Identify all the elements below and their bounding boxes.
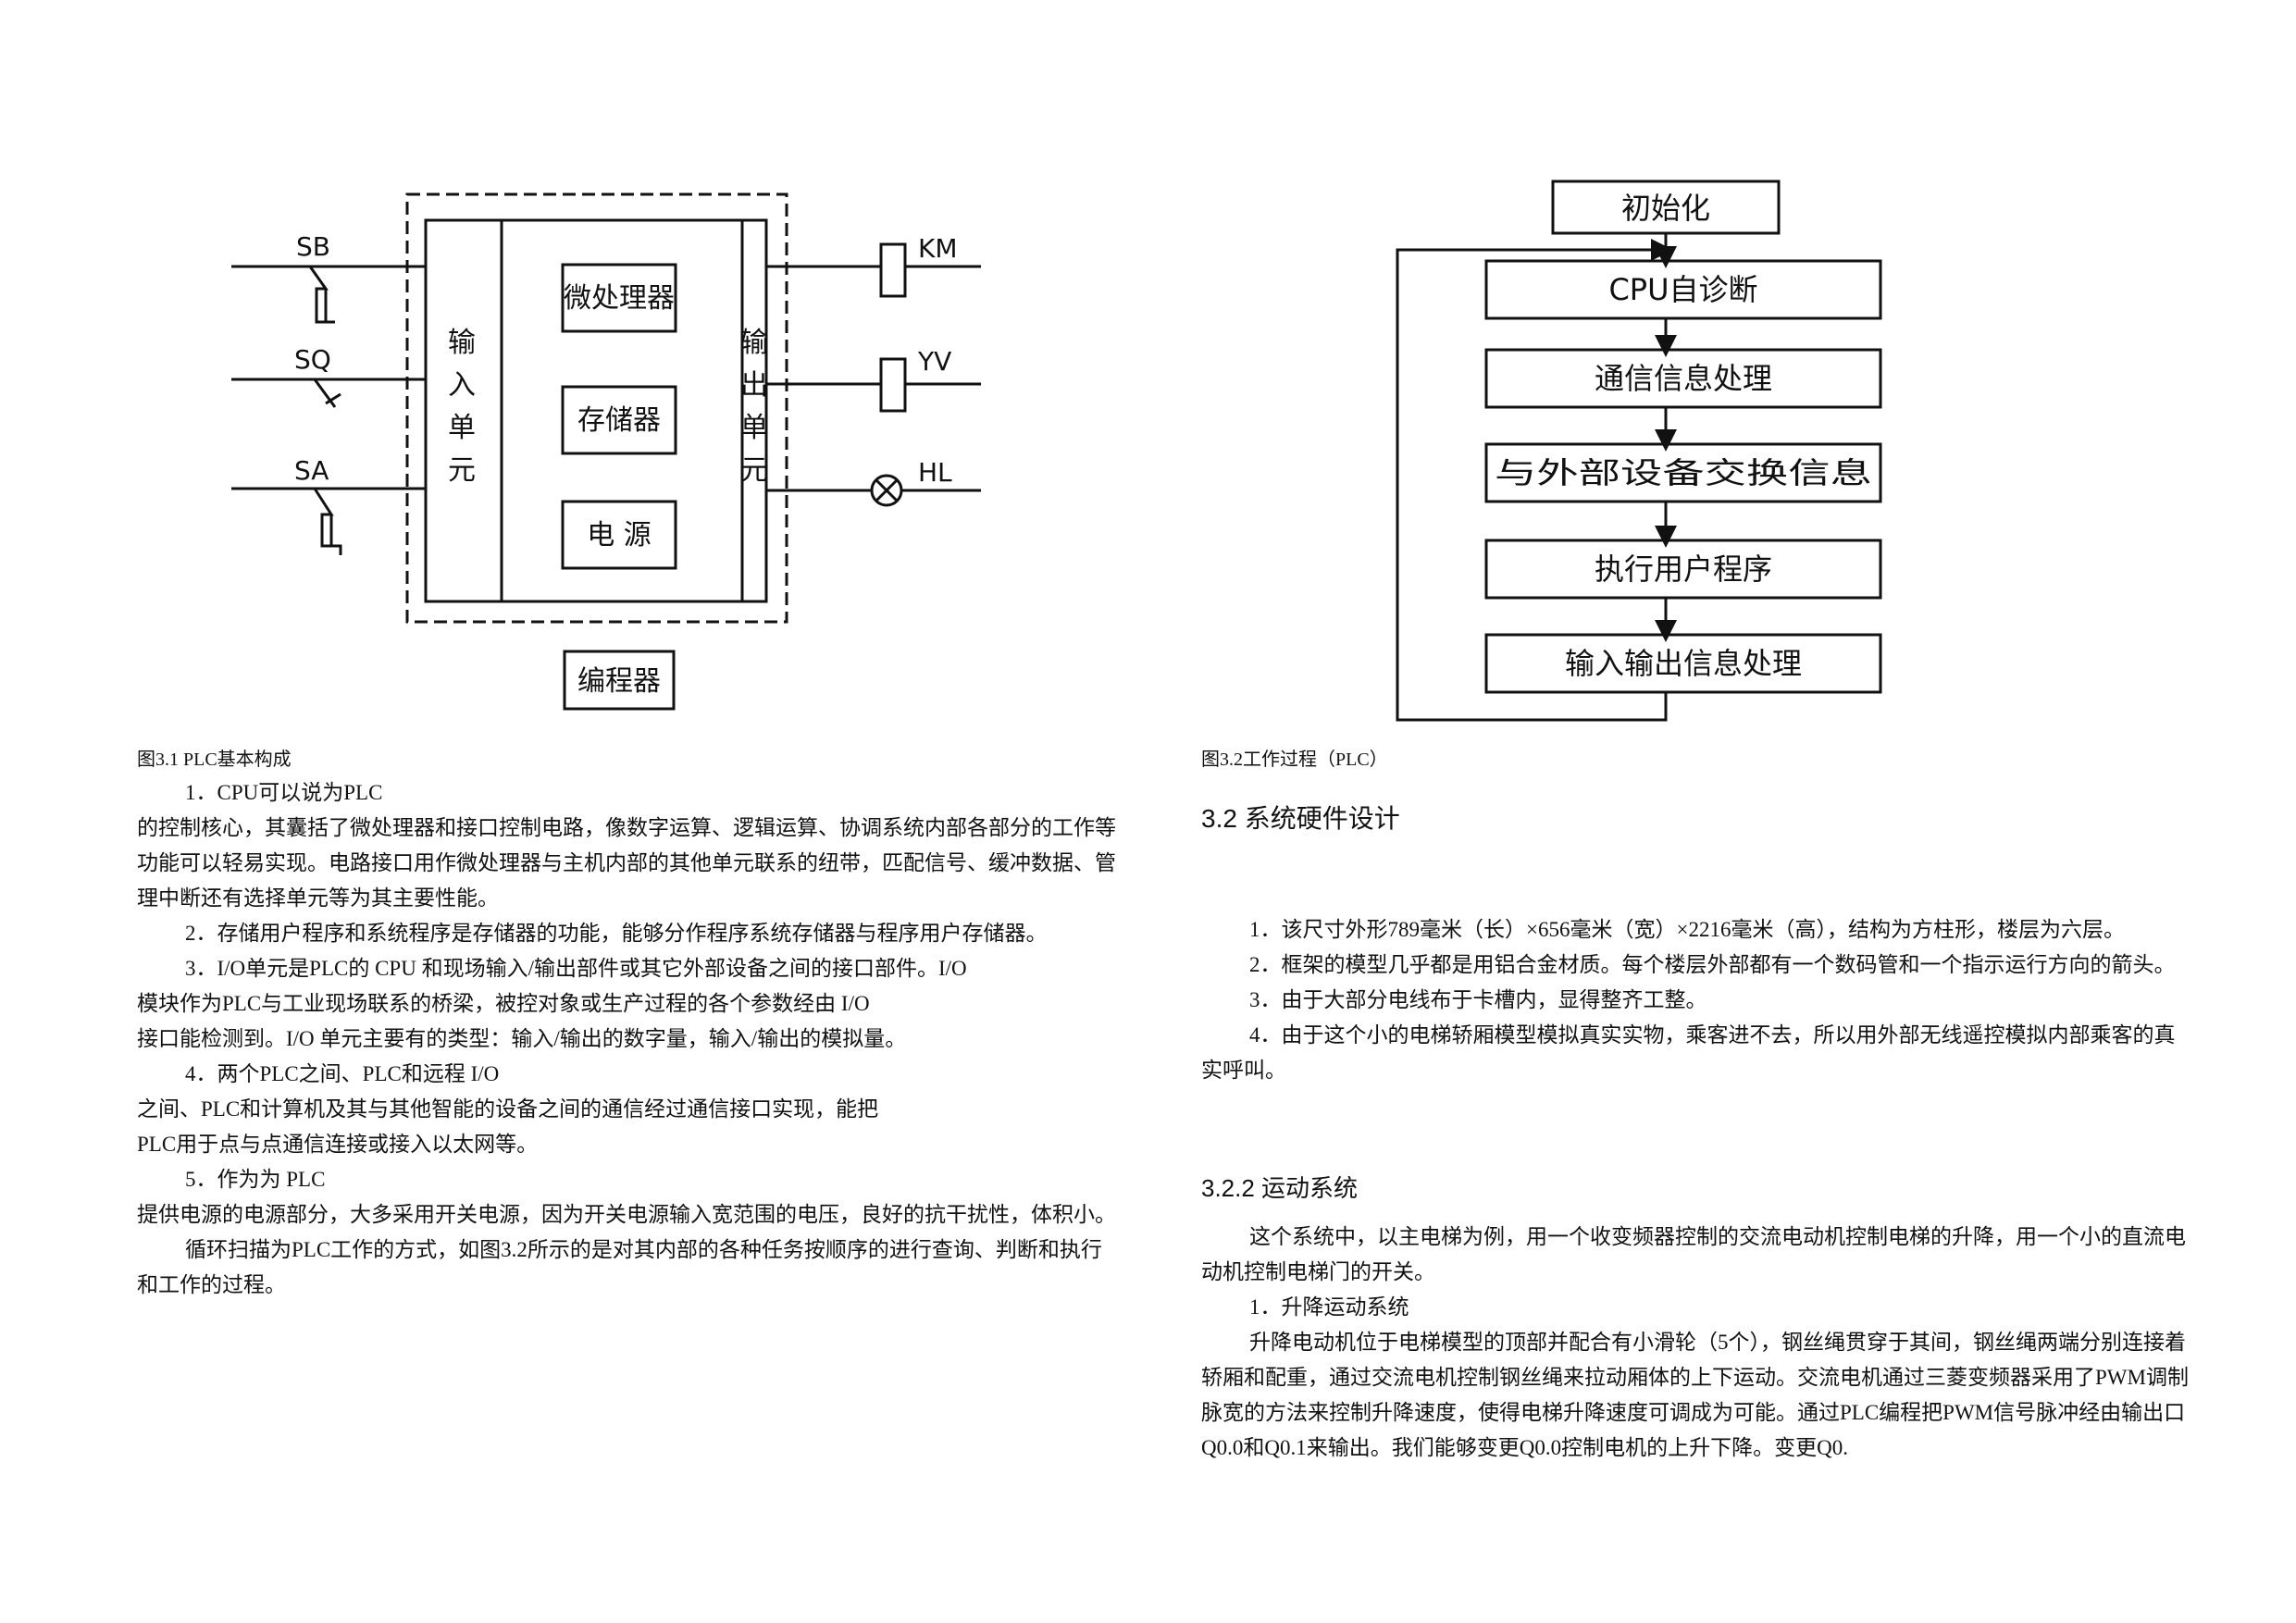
plc-main-body [424, 218, 768, 603]
programmer-box [563, 650, 676, 711]
paragraph: 3．由于大部分电线布于卡槽内，显得整齐工整。 [1249, 988, 1707, 1011]
memory-label: 存储器 [577, 404, 661, 437]
loop-back-line [1396, 239, 1673, 722]
paragraph: 提供电源的电源部分，大多采用开关电源，因为开关电源输入宽范围的电压，良好的抗干扰… [137, 1203, 1116, 1226]
paragraph: PLC用于点与点通信连接或接入以太网等。 [137, 1133, 539, 1156]
sa-label: SA [294, 455, 329, 486]
paragraph: 升降电动机位于电梯模型的顶部并配合有小滑轮（5个），钢丝绳贯穿于其间，钢丝绳两端… [1201, 1331, 2189, 1459]
flow-step-box [1484, 348, 1882, 409]
flow-step-label: 执行用户程序 [1595, 551, 1772, 587]
yv-coil [879, 357, 907, 413]
km-coil [879, 242, 907, 298]
paragraph: 2．存储用户程序和系统程序是存储器的功能，能够分作程序系统存储器与程序用户存储器… [185, 922, 1048, 945]
input-unit-char: 元 [448, 454, 476, 487]
left-text-column: 1．CPU可以说为PLC 的控制核心，其囊括了微处理器和接口控制电路，像数字运算… [137, 775, 1118, 1303]
flow-step-label: CPU自诊断 [1608, 272, 1757, 307]
paragraph: 1．升降运动系统 [1249, 1295, 1409, 1319]
paragraph: 3．I/O单元是PLC的 CPU 和现场输入/输出部件或其它外部设备之间的接口部… [185, 957, 967, 980]
figure-caption-3-2: 图3.2工作过程（PLC） [1201, 750, 1388, 770]
plc-workflow-diagram: 初始化 CPU自诊断 通信信息处理 与外部设备交换信息 执行用户程序 输入输出信… [1396, 180, 1882, 722]
right-text-column-2: 这个系统中，以主电梯为例，用一个收变频器控制的交流电动机控制电梯的升降，用一个小… [1201, 1220, 2191, 1466]
paragraph: 5．作为为 PLC [185, 1168, 326, 1191]
plc-dashed-enclosure [405, 192, 788, 624]
output-unit-char: 出 [740, 369, 768, 402]
subsection-title: 3.2.2 运动系统 [1201, 1174, 1359, 1202]
memory-box [561, 385, 677, 455]
plc-structure-diagram: SB SQ SA KM YV HL 输 入 单 元 输 出 单 元 微处理器 存… [231, 192, 981, 711]
km-label: KM [918, 233, 958, 264]
flow-step-box [1484, 539, 1882, 600]
paragraph: 4．两个PLC之间、PLC和远程 I/O [185, 1062, 500, 1085]
paragraph: 接口能检测到。I/O 单元主要有的类型：输入/输出的数字量，输入/输出的模拟量。 [137, 1027, 907, 1050]
yv-label: YV [917, 346, 951, 377]
right-text-column: 1．该尺寸外形789毫米（长）×656毫米（宽）×2216毫米（高），结构为方柱… [1201, 912, 2191, 1088]
flow-step-box [1484, 259, 1882, 320]
input-unit-char: 入 [448, 369, 476, 402]
paragraph: 模块作为PLC与工业现场联系的桥梁，被控对象或生产过程的各个参数经由 I/O [137, 992, 870, 1015]
cpu-label: 微处理器 [564, 282, 675, 315]
input-unit-char: 单 [448, 412, 476, 444]
input-unit-char: 输 [448, 327, 476, 359]
output-unit-char: 输 [740, 327, 768, 359]
paragraph: 的控制核心，其囊括了微处理器和接口控制电路，像数字运算、逻辑运算、协调系统内部各… [137, 816, 1116, 910]
output-unit-char: 单 [740, 412, 768, 444]
flow-step-box [1484, 442, 1882, 503]
figure-caption-3-1: 图3.1 PLC基本构成 [137, 750, 292, 770]
cpu-box [561, 263, 677, 333]
paragraph: 2．框架的模型几乎都是用铝合金材质。每个楼层外部都有一个数码管和一个指示运行方向… [1249, 953, 2176, 976]
section-title: 3.2 系统硬件设计 [1201, 804, 1400, 833]
flow-step-box [1484, 633, 1882, 694]
flow-step-label: 通信信息处理 [1595, 361, 1772, 396]
paragraph: 1．CPU可以说为PLC [185, 781, 383, 804]
programmer-label: 编程器 [577, 665, 661, 698]
power-box [561, 500, 677, 570]
sq-label: SQ [294, 344, 331, 375]
hl-label: HL [918, 457, 952, 488]
flow-step-label: 初始化 [1621, 191, 1710, 226]
paragraph: 之间、PLC和计算机及其与其他智能的设备之间的通信经过通信接口实现，能把 [137, 1097, 879, 1121]
paragraph: 这个系统中，以主电梯为例，用一个收变频器控制的交流电动机控制电梯的升降，用一个小… [1201, 1225, 2186, 1283]
paragraph: 1．该尺寸外形789毫米（长）×656毫米（宽）×2216毫米（高），结构为方柱… [1249, 918, 2125, 941]
paragraph: 循环扫描为PLC工作的方式，如图3.2所示的是对其内部的各种任务按顺序的进行查询… [137, 1238, 1102, 1296]
power-label: 电 源 [587, 519, 652, 551]
output-unit-char: 元 [740, 454, 768, 487]
flow-step-label: 与外部设备交换信息 [1495, 455, 1872, 490]
flow-step-label: 输入输出信息处理 [1565, 646, 1802, 681]
sb-label: SB [296, 231, 330, 262]
paragraph: 4．由于这个小的电梯轿厢模型模拟真实实物，乘客进不去，所以用外部无线遥控模拟内部… [1201, 1023, 2176, 1082]
